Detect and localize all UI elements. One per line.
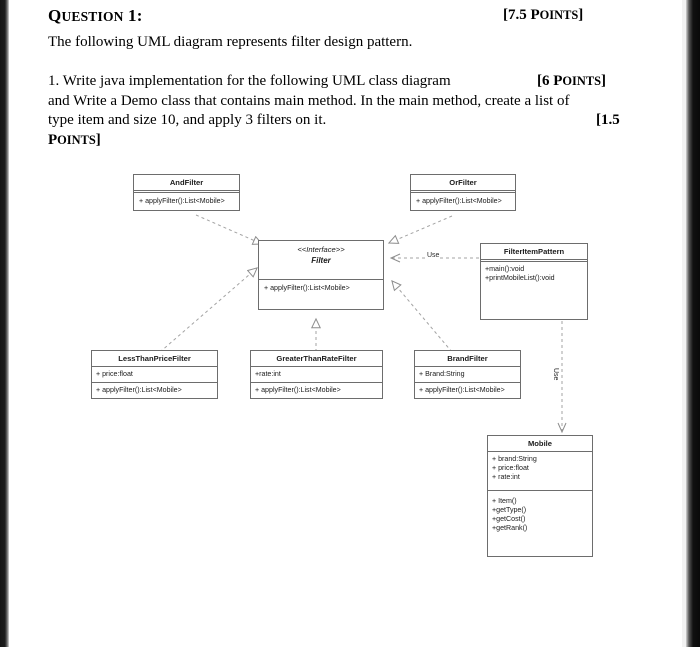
- uml-class-title: OrFilter: [449, 178, 477, 187]
- uml-separator: [411, 190, 515, 191]
- uml-separator: [251, 366, 382, 367]
- uml-stereotype-label: <<Interface>>: [297, 245, 345, 254]
- paragraph-line-1-text: 1. Write java implementation for the fol…: [48, 73, 451, 89]
- uml-attribute: +rate:int: [255, 370, 281, 378]
- uml-separator: [251, 382, 382, 384]
- uml-methods-compartment: + applyFilter():List<Mobile>: [415, 383, 520, 398]
- uml-separator: [134, 192, 239, 193]
- uml-class-title: LessThanPriceFilter: [118, 354, 191, 363]
- page-right-edge-shadow: [686, 0, 700, 647]
- uml-class-title: FilterItemPattern: [503, 247, 565, 256]
- uml-method: +getCost(): [492, 515, 526, 524]
- uml-separator: [488, 451, 592, 452]
- paragraph-line-4: POINTS]: [48, 131, 648, 151]
- question-header-line: QUESTION 1: [7.5 POINTS]: [48, 6, 648, 28]
- uml-attribute: + Brand:String: [419, 370, 465, 378]
- uml-class-title: AndFilter: [169, 178, 204, 187]
- uml-methods-compartment: + applyFilter():List<Mobile>: [411, 193, 515, 210]
- question-points-badge: [7.5 POINTS]: [503, 7, 584, 23]
- uml-interface-filter[interactable]: <<Interface>> Filter + applyFilter():Lis…: [258, 240, 384, 310]
- edge-andfilter-to-filter: [195, 214, 264, 245]
- paragraph-line-1: 1. Write java implementation for the fol…: [48, 72, 648, 92]
- edge-brandfilter-to-filter: [391, 280, 453, 353]
- edge-label-use-vertical: Use: [551, 368, 560, 381]
- paragraph-line-2: and Write a Demo class that contains mai…: [48, 92, 570, 109]
- uml-attribute: + brand:String: [492, 455, 537, 463]
- uml-method: +getRank(): [492, 524, 528, 533]
- uml-separator: [415, 366, 520, 367]
- uml-method: + Item(): [492, 496, 517, 505]
- question-title: QUESTION 1:: [48, 6, 143, 25]
- page-right-margin: [682, 0, 686, 647]
- uml-attribute: + price:float: [96, 370, 133, 378]
- uml-separator: [415, 382, 520, 384]
- uml-separator: [488, 489, 592, 491]
- inline-points-2-cont: POINTS]: [48, 131, 101, 148]
- uml-methods-compartment: + applyFilter():List<Mobile>: [259, 280, 383, 297]
- uml-method: + applyFilter():List<Mobile>: [419, 386, 505, 395]
- uml-methods-compartment: + applyFilter():List<Mobile>: [92, 383, 217, 398]
- uml-method: + applyFilter():List<Mobile>: [264, 284, 350, 292]
- uml-class-or-filter[interactable]: OrFilter + applyFilter():List<Mobile>: [410, 174, 516, 212]
- uml-method: +getType(): [492, 505, 527, 514]
- uml-method: + applyFilter():List<Mobile>: [416, 197, 502, 205]
- uml-class-title: Filter: [311, 256, 331, 265]
- uml-class-title: BrandFilter: [447, 354, 488, 363]
- uml-separator: [134, 190, 239, 191]
- uml-separator: [92, 366, 217, 367]
- uml-class-filter-item-pattern[interactable]: FilterItemPattern +main():void +printMob…: [480, 243, 588, 320]
- inline-points-2: [1.5: [596, 112, 620, 128]
- uml-class-greater-than-rate-filter[interactable]: GreaterThanRateFilter +rate:int + applyF…: [250, 350, 383, 400]
- uml-separator: [259, 279, 383, 280]
- uml-attributes-compartment: + brand:String + price:float + rate:int: [488, 452, 592, 486]
- edge-orfilter-to-filter: [387, 215, 453, 244]
- uml-separator: [481, 259, 587, 260]
- uml-attributes-compartment: +rate:int: [251, 367, 382, 382]
- uml-attribute: + rate:int: [492, 473, 520, 482]
- question-text-block: QUESTION 1: [7.5 POINTS] The following U…: [48, 6, 648, 148]
- uml-method: + applyFilter():List<Mobile>: [96, 386, 182, 395]
- uml-method: + applyFilter():List<Mobile>: [139, 197, 225, 205]
- uml-separator: [481, 261, 587, 262]
- uml-class-less-than-price-filter[interactable]: LessThanPriceFilter + price:float + appl…: [91, 350, 218, 400]
- uml-class-title: GreaterThanRateFilter: [276, 354, 357, 363]
- uml-separator: [411, 192, 515, 193]
- question-paragraph: 1. Write java implementation for the fol…: [48, 72, 648, 150]
- uml-method: +printMobileList():void: [485, 274, 555, 283]
- uml-separator: [92, 382, 217, 384]
- uml-class-mobile[interactable]: Mobile + brand:String + price:float + ra…: [487, 435, 593, 557]
- inline-points-1: [6 POINTS]: [537, 73, 606, 89]
- edge-label-use-horizontal: Use: [426, 252, 441, 259]
- uml-methods-compartment: + applyFilter():List<Mobile>: [134, 193, 239, 210]
- uml-class-and-filter[interactable]: AndFilter + applyFilter():List<Mobile>: [133, 174, 240, 212]
- paragraph-line-3-text: type item and size 10, and apply 3 filte…: [48, 112, 327, 128]
- uml-method: + applyFilter():List<Mobile>: [255, 386, 341, 395]
- uml-method: +main():void: [485, 265, 525, 273]
- uml-attributes-compartment: + Brand:String: [415, 367, 520, 382]
- uml-class-title: Mobile: [527, 439, 553, 448]
- uml-attributes-compartment: + price:float: [92, 367, 217, 382]
- paragraph-line-3: type item and size 10, and apply 3 filte…: [48, 111, 648, 131]
- page-left-edge-shadow: [0, 0, 9, 647]
- uml-methods-compartment: + Item() +getType() +getCost() +getRank(…: [488, 491, 592, 537]
- edge-lessthanpricefilter-to-filter: [159, 267, 258, 353]
- uml-interface-stereotype: <<Interface>> Filter: [259, 241, 383, 267]
- uml-class-brand-filter[interactable]: BrandFilter + Brand:String + applyFilter…: [414, 350, 521, 400]
- uml-attribute: + price:float: [492, 464, 529, 473]
- uml-methods-compartment: +main():void +printMobileList():void: [481, 262, 587, 286]
- question-subtitle: The following UML diagram represents fil…: [48, 34, 413, 50]
- uml-methods-compartment: + applyFilter():List<Mobile>: [251, 383, 382, 398]
